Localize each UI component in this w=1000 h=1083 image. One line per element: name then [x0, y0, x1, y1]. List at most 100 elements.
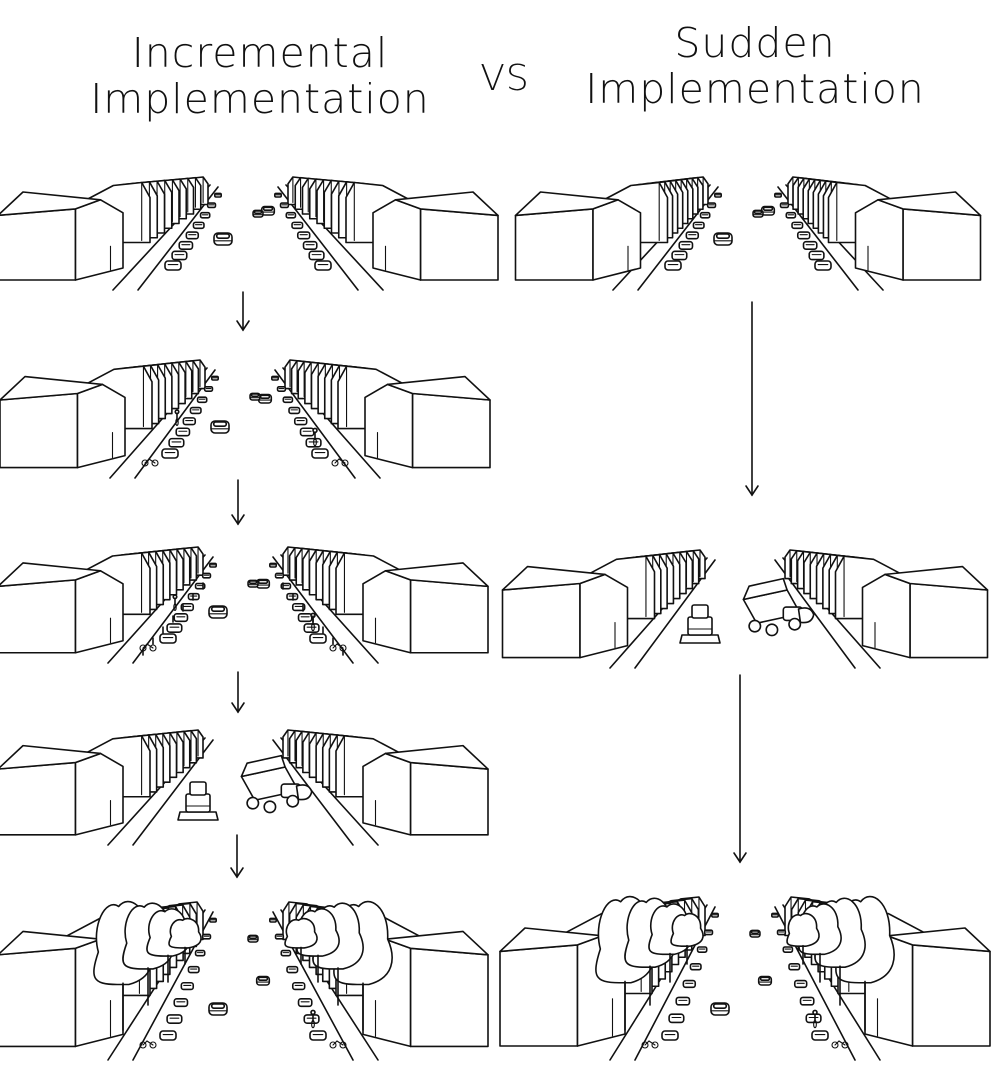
parked-car [811, 1030, 829, 1041]
house-side [364, 383, 414, 469]
wheel [765, 623, 779, 637]
parked-car [187, 965, 200, 974]
title-sudden: Sudden Implementation [585, 20, 925, 112]
roof [884, 565, 989, 591]
parked-car [692, 221, 705, 230]
bulldozer-cab [189, 781, 207, 796]
scene-left-5-trees [0, 900, 489, 1061]
roof [877, 191, 982, 217]
parked-car [682, 979, 697, 989]
parked-car [161, 448, 179, 459]
parked-car [164, 260, 182, 271]
bike-symbol [331, 459, 339, 467]
roof [386, 375, 491, 401]
scene-right-1-cars [514, 176, 982, 291]
dirt-pile [797, 607, 815, 624]
parked-car [678, 240, 694, 250]
bike-symbol [329, 644, 337, 652]
parked-car [293, 417, 308, 426]
house [902, 208, 982, 281]
bulldozer-cab [691, 604, 709, 619]
house-side [74, 752, 124, 836]
house-side [74, 569, 124, 654]
tree [670, 912, 704, 947]
roof [514, 191, 619, 217]
house [411, 392, 491, 469]
parked-car [299, 427, 315, 437]
parked-car [291, 602, 306, 612]
roof [0, 744, 102, 770]
house [499, 944, 579, 1047]
house [0, 208, 77, 281]
wheel [748, 619, 762, 633]
parked-car [308, 250, 325, 261]
house [514, 208, 594, 281]
bike-symbol [641, 1041, 649, 1049]
title-sudden-line1: Sudden [674, 19, 836, 67]
house-side [362, 569, 412, 654]
parked-car [788, 962, 801, 971]
scene-left-2-bike-lanes [0, 359, 491, 479]
scene-left-1-cars [0, 176, 499, 291]
house [0, 947, 77, 1048]
house [0, 761, 77, 836]
parked-car [291, 981, 306, 991]
roof [0, 562, 102, 587]
bike-symbol [329, 1041, 337, 1049]
down-arrow-icon [236, 291, 250, 332]
bulldozer-blade [177, 811, 219, 821]
house [409, 947, 489, 1048]
roof [384, 744, 489, 770]
parked-car [180, 981, 195, 991]
house-side [372, 199, 422, 281]
house [0, 579, 77, 654]
parked-car [314, 260, 332, 271]
roof [0, 191, 102, 217]
house [501, 582, 581, 659]
down-arrow-icon [733, 674, 747, 864]
parked-car [297, 613, 313, 623]
title-incremental-line2: Implementation [90, 75, 430, 123]
title-incremental-line1: Incremental [131, 29, 389, 77]
dirt-pile [295, 784, 313, 801]
house-side [76, 383, 126, 469]
tree [284, 917, 318, 949]
parked-car [808, 250, 825, 261]
parked-car [297, 998, 313, 1008]
parked-car [668, 1013, 685, 1024]
parked-car [309, 1030, 327, 1041]
parked-car [178, 240, 194, 250]
bulldozer-blade [679, 634, 721, 644]
wheel [286, 794, 300, 808]
parked-car [166, 1014, 183, 1024]
parked-car [286, 965, 299, 974]
down-arrow-icon [745, 301, 759, 497]
parked-car [311, 448, 329, 459]
parked-car [814, 260, 832, 271]
roof [394, 191, 499, 217]
roof [0, 375, 104, 401]
parked-car [791, 221, 804, 230]
parked-car [664, 260, 682, 271]
house-side [74, 199, 124, 281]
parked-car [159, 1030, 177, 1041]
parked-car [796, 231, 811, 240]
parked-car [185, 231, 200, 240]
parked-car [173, 998, 189, 1008]
parked-car [675, 996, 691, 1006]
wheel [788, 617, 802, 631]
parked-car [793, 979, 808, 989]
house [409, 761, 489, 836]
bulldozer-body [687, 616, 713, 636]
house [0, 392, 79, 469]
parked-car [192, 221, 205, 230]
parked-car [802, 240, 818, 250]
parked-car [175, 427, 191, 437]
bike-symbol [141, 459, 149, 467]
wheel [263, 800, 277, 814]
parked-car [661, 1030, 679, 1041]
parked-car [671, 250, 688, 261]
wheel [246, 796, 260, 810]
